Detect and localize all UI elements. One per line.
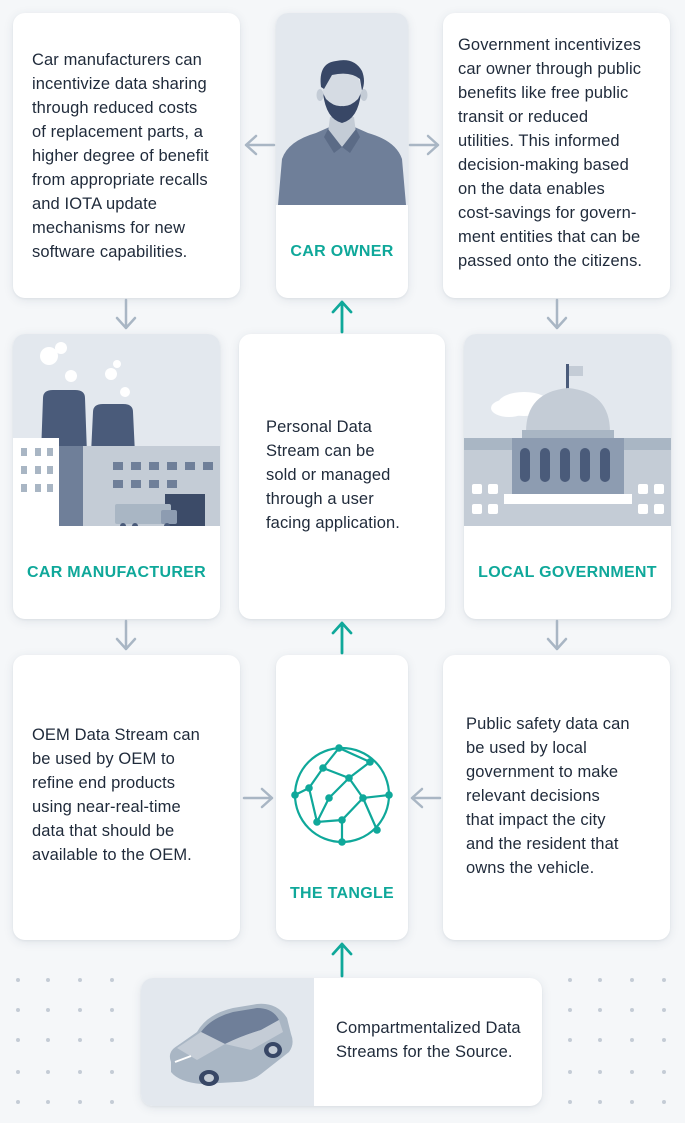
public-safety-text: Public safety data can be used by local … (466, 715, 630, 877)
government-incentive-text: Government incentivizes car owner throug… (458, 36, 643, 270)
personal-data-stream-text: Personal Data Stream can be sold or mana… (266, 418, 400, 532)
local-government-card: LOCAL GOVERNMENT (464, 334, 671, 619)
personal-data-stream-card: Personal Data Stream can be sold or mana… (239, 334, 445, 619)
decorative-dots-right (568, 978, 666, 1104)
oem-data-stream-card: OEM Data Stream can be used by OEM to re… (13, 655, 240, 940)
arrow-right-to-government-incentive (408, 134, 440, 156)
source-card: Compartmentalized Data Streams for the S… (141, 978, 542, 1106)
local-government-label: LOCAL GOVERNMENT (478, 564, 657, 581)
arrow-up-to-tangle (331, 942, 353, 978)
source-text: Compartmentalized Data Streams for the S… (336, 1019, 521, 1061)
public-safety-card: Public safety data can be used by local … (443, 655, 670, 940)
arrow-down-to-public-safety (546, 619, 568, 651)
factory-illustration (13, 334, 220, 526)
tangle-network-icon (291, 744, 393, 846)
car-owner-card: CAR OWNER (276, 13, 408, 298)
arrow-down-to-oem-stream (115, 619, 137, 651)
arrow-left-to-manufacturer-incentive (244, 134, 276, 156)
car-manufacturer-label: CAR MANUFACTURER (26, 564, 206, 581)
car-illustration (141, 978, 314, 1106)
arrow-up-to-personal-stream (331, 621, 353, 655)
car-manufacturer-incentive-card: Car manufacturers can incentivize data s… (13, 13, 240, 298)
government-building-illustration (464, 334, 671, 526)
oem-data-stream-text: OEM Data Stream can be used by OEM to re… (32, 726, 200, 864)
tangle-label: THE TANGLE (289, 885, 395, 902)
arrow-up-to-car-owner (331, 300, 353, 334)
government-incentive-card: Government incentivizes car owner throug… (443, 13, 670, 298)
decorative-dots-left (16, 978, 114, 1104)
arrow-right-to-tangle (242, 787, 274, 809)
car-manufacturer-card: CAR MANUFACTURER (13, 334, 220, 619)
car-manufacturer-incentive-text: Car manufacturers can incentivize data s… (32, 51, 209, 261)
car-owner-illustration (276, 13, 408, 205)
tangle-card: THE TANGLE (276, 655, 408, 940)
arrow-down-to-manufacturer (115, 298, 137, 330)
car-owner-label: CAR OWNER (290, 243, 394, 260)
arrow-left-to-tangle (410, 787, 442, 809)
arrow-down-to-government (546, 298, 568, 330)
